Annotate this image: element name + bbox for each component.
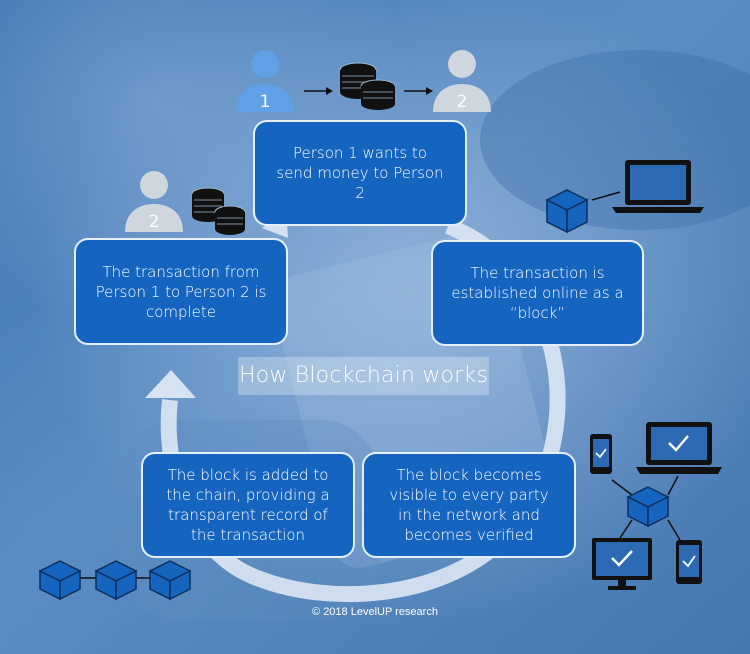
step-text: The block becomes visible to every party…: [389, 466, 549, 544]
cube-icon: [94, 560, 138, 601]
laptop-icon: [636, 422, 722, 474]
monitor-icon: [592, 538, 652, 590]
cube-icon: [626, 486, 670, 528]
receiver-number: 2: [457, 92, 468, 112]
step-block-added: The block is added to the chain, providi…: [141, 452, 355, 558]
check-icon: [595, 448, 607, 459]
person-icon: 2: [125, 171, 183, 232]
check-icon: [682, 555, 696, 568]
diagram-title: How Blockchain works: [238, 357, 489, 395]
cube-icon: [545, 189, 589, 234]
coins-icon: [191, 187, 246, 235]
step-text: Person 1 wants to send money to Person 2: [276, 144, 444, 202]
cube-icon: [38, 560, 82, 601]
step-block-created: The transaction is established online as…: [431, 240, 644, 346]
phone-icon: [590, 434, 612, 474]
step-text: The block is added to the chain, providi…: [166, 466, 330, 544]
step-transaction-complete: The transaction from Person 1 to Person …: [74, 238, 288, 345]
person-icon: 1: [236, 50, 294, 112]
step-block-verified: The block becomes visible to every party…: [362, 452, 576, 558]
step-send-request: Person 1 wants to send money to Person 2: [253, 120, 467, 226]
arrow-icon: [304, 87, 333, 95]
check-icon: [668, 435, 689, 452]
coins-icon: [339, 62, 396, 110]
step-text: The transaction is established online as…: [451, 264, 624, 322]
complete-number: 2: [149, 212, 160, 232]
arrow-icon: [404, 87, 433, 95]
cube-icon: [148, 560, 192, 601]
copyright-footer: © 2018 LevelUP research: [312, 606, 438, 618]
phone-icon: [676, 540, 702, 584]
laptop-icon: [612, 160, 704, 213]
step-text: The transaction from Person 1 to Person …: [95, 262, 267, 321]
person-icon: 2: [433, 50, 491, 112]
sender-number: 1: [260, 92, 271, 112]
check-icon: [611, 550, 633, 567]
